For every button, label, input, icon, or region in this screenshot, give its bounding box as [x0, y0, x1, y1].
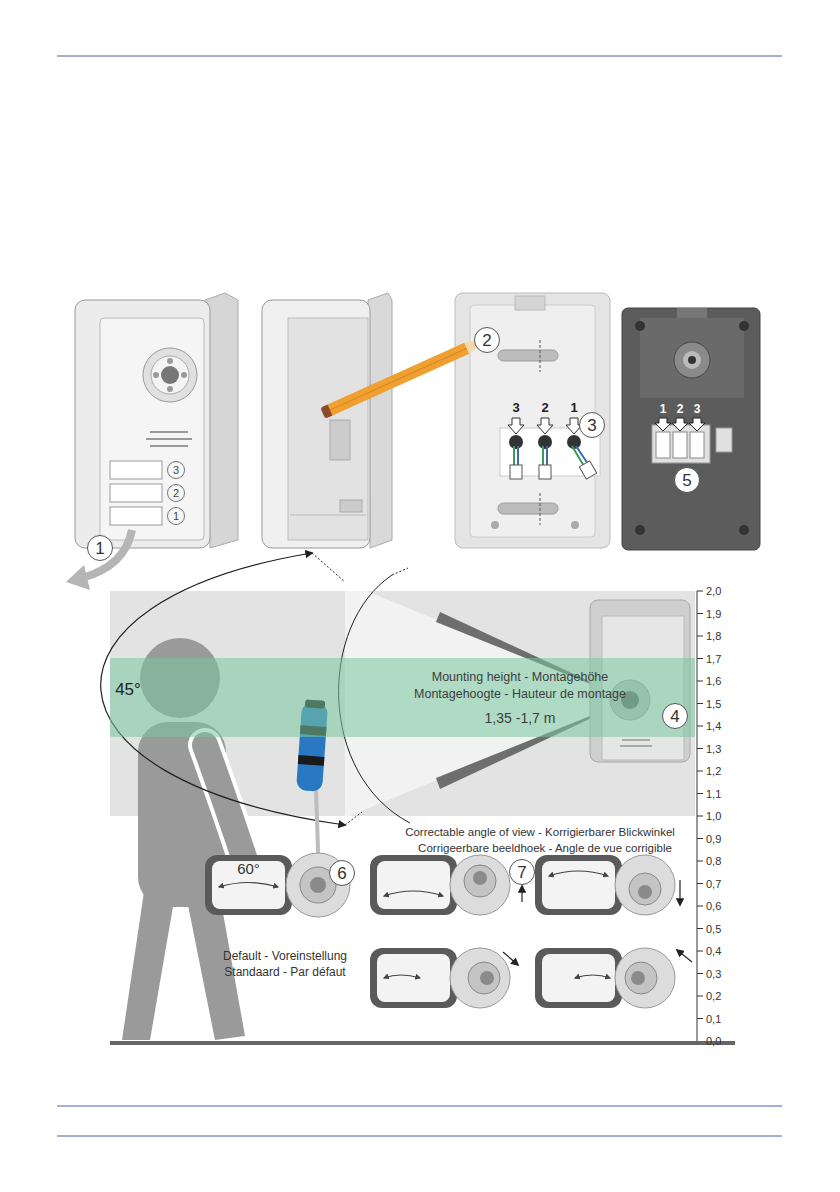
direction-arrow	[521, 886, 522, 902]
screen-default	[205, 855, 292, 915]
mounting-height-band: Mounting height - MontagehöheMontagehoog…	[110, 658, 695, 737]
callout-number: 2	[474, 327, 500, 353]
removal-arrow	[82, 530, 132, 578]
scale-value: 0,6	[706, 900, 721, 912]
band-text: Mounting height - Montagehöhe	[432, 670, 609, 684]
band-text: Montagehoogte - Hauteur de montage	[414, 687, 626, 701]
callout-number: 3	[579, 412, 605, 438]
callout-number: 5	[674, 467, 700, 493]
scale-value: 0,8	[706, 855, 721, 867]
door-station-front	[75, 293, 238, 548]
scale-value: 1,3	[706, 742, 721, 754]
scale-value: 1,0	[706, 810, 721, 822]
leader-line	[345, 812, 362, 825]
screen-example	[370, 855, 510, 915]
node-text: 7	[517, 864, 526, 881]
port-number: 3	[694, 403, 701, 416]
footer-rule	[57, 1106, 782, 1107]
header-rule	[57, 56, 782, 57]
button-number: 1	[167, 507, 185, 525]
back-plate	[455, 293, 610, 548]
scale-value: 1,5	[706, 697, 721, 709]
scale-value: 1,4	[706, 720, 721, 732]
caption-text: Correctable angle of view - Korrigierbar…	[405, 826, 675, 839]
scale-value: 0,0	[706, 1035, 721, 1047]
caption-text: Standaard - Par défaut	[224, 966, 345, 979]
port-number: 1	[570, 401, 577, 415]
node-text: 1	[173, 511, 179, 522]
callout-number: 4	[662, 703, 688, 729]
scale-value: 0,1	[706, 1012, 721, 1024]
button-number: 3	[167, 461, 185, 479]
node-text: 3	[587, 417, 596, 434]
scale-value: 0,7	[706, 877, 721, 889]
scale-value: 1,8	[706, 630, 721, 642]
scale-value: 0,2	[706, 990, 721, 1002]
scale-value: 0,9	[706, 832, 721, 844]
callout-number: 7	[509, 859, 535, 885]
scale-value: 1,1	[706, 787, 721, 799]
leader-line	[312, 553, 345, 582]
scale-value: 1,9	[706, 607, 721, 619]
scale-value: 1,6	[706, 675, 721, 687]
leader-line	[392, 568, 408, 575]
node-text: 1	[95, 540, 104, 557]
scale-value: 0,3	[706, 967, 721, 979]
angle-label: 45°	[115, 681, 141, 700]
node-text: 5	[682, 472, 691, 489]
caption-text: Corrigeerbare beeldhoek - Angle de vue c…	[418, 842, 672, 855]
node-text: 2	[173, 488, 179, 499]
screen-example	[535, 948, 692, 1008]
node-text: 60°	[237, 861, 260, 876]
screen-example	[370, 948, 518, 1008]
caption-text: Default - Voreinstellung	[223, 950, 347, 963]
scale-value: 0,5	[706, 922, 721, 934]
node-text: 4	[670, 708, 679, 725]
node-text: 3	[173, 465, 179, 476]
ground-line	[110, 1041, 735, 1045]
screen-example	[535, 855, 680, 915]
camera-module	[622, 308, 760, 550]
port-number: 2	[677, 403, 684, 416]
default-view-screen: 60°	[205, 855, 292, 915]
node-text: 6	[337, 865, 346, 882]
removal-arrowhead	[66, 565, 90, 590]
node-text: 2	[482, 332, 491, 349]
callout-number: 1	[87, 535, 113, 561]
button-number: 2	[167, 484, 185, 502]
height-scale	[697, 591, 703, 1043]
pencil	[320, 335, 487, 419]
housing	[262, 293, 392, 548]
port-number: 1	[660, 403, 667, 416]
band-text: 1,35 -1,7 m	[485, 710, 556, 726]
scale-value: 1,7	[706, 652, 721, 664]
scale-value: 2,0	[706, 585, 721, 597]
scale-value: 0,4	[706, 945, 721, 957]
port-number: 2	[541, 401, 548, 415]
scale-value: 1,2	[706, 765, 721, 777]
callout-number: 6	[329, 860, 355, 886]
footer-rule	[57, 1136, 782, 1137]
port-number: 3	[512, 401, 519, 415]
